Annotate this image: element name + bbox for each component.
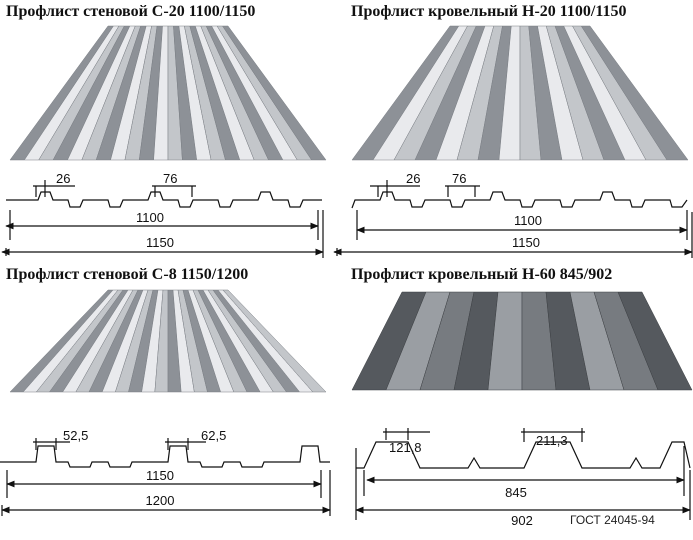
sheet-image-h60 (351, 291, 693, 391)
panel-title-c20: Профлист стеновой С-20 1100/1150 (6, 3, 256, 20)
corrugation-strip (222, 289, 327, 393)
dim-pitch-c20: 76 (163, 171, 177, 186)
dim-rib-h60: 121,8 (389, 440, 422, 455)
corrugation-strip (580, 25, 689, 161)
dim-inner-h20: 1100 (514, 213, 542, 228)
dim-pitch-h20: 76 (452, 171, 466, 186)
dim-rib-c8: 52,5 (63, 428, 88, 443)
dim-rib-c20: 26 (56, 171, 70, 186)
dim-pitch-h60: 211,3 (536, 433, 568, 448)
panel-title-c8: Профлист стеновой С-8 1150/1200 (6, 266, 249, 283)
corrugation-strip (222, 25, 327, 161)
dim-outer-c8: 1200 (146, 493, 175, 508)
dim-pitch-c8: 62,5 (201, 428, 226, 443)
profile-drawing-c20 (1, 180, 324, 258)
standard-label: ГОСТ 24045-94 (570, 513, 655, 527)
sheet-image-c20 (9, 25, 327, 161)
profile-drawing-h20 (333, 180, 693, 258)
dim-inner-c20: 1100 (136, 210, 164, 225)
dim-inner-h60: 845 (505, 485, 527, 500)
dim-rib-h20: 26 (406, 171, 420, 186)
corrugation-strip (617, 291, 693, 391)
sheet-image-h20 (351, 25, 689, 161)
dim-outer-c20: 1150 (146, 235, 174, 250)
panel-title-h20: Профлист кровельный Н-20 1100/1150 (351, 3, 627, 20)
sheet-image-c8 (9, 289, 327, 393)
dim-outer-h20: 1150 (512, 235, 540, 250)
profile-drawing-c8 (0, 438, 331, 516)
dim-outer-h60: 902 (511, 513, 533, 528)
profile-drawing-h60 (355, 428, 691, 520)
panel-title-h60: Профлист кровельный Н-60 845/902 (351, 266, 613, 283)
dim-inner-c8: 1150 (146, 468, 174, 483)
